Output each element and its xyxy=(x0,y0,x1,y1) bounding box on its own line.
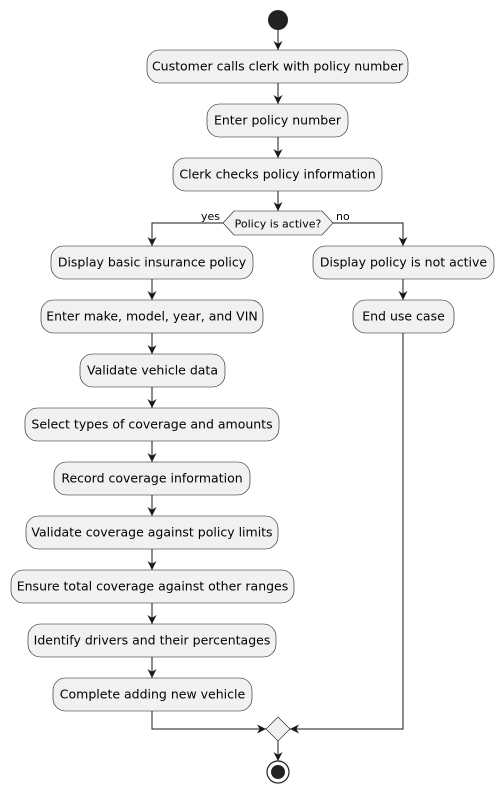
node-clerk-checks-label: Clerk checks policy information xyxy=(179,167,375,182)
node-enter-vehicle: Enter make, model, year, and VIN xyxy=(40,299,264,334)
node-validate-coverage: Validate coverage against policy limits xyxy=(25,515,279,550)
node-display-basic-policy-label: Display basic insurance policy xyxy=(58,255,247,270)
node-complete-adding-vehicle-label: Complete adding new vehicle xyxy=(60,687,246,702)
node-select-coverage: Select types of coverage and amounts xyxy=(24,407,280,442)
edge-decision-yes xyxy=(147,222,223,246)
edges xyxy=(147,30,408,761)
decision-yes-label: yes xyxy=(201,210,220,223)
node-ensure-total-coverage: Ensure total coverage against other rang… xyxy=(10,569,295,604)
node-clerk-checks: Clerk checks policy information xyxy=(172,157,383,192)
node-validate-coverage-label: Validate coverage against policy limits xyxy=(31,525,272,540)
node-complete-adding-vehicle: Complete adding new vehicle xyxy=(52,677,253,712)
node-customer-calls: Customer calls clerk with policy number xyxy=(146,49,409,84)
start-node xyxy=(268,10,288,30)
node-identify-drivers-label: Identify drivers and their percentages xyxy=(34,633,271,648)
edge-n12-merge xyxy=(151,711,266,734)
node-display-not-active-label: Display policy is not active xyxy=(320,255,488,270)
node-end-use-case-label: End use case xyxy=(362,309,445,324)
node-identify-drivers: Identify drivers and their percentages xyxy=(27,623,277,658)
node-record-coverage-label: Record coverage information xyxy=(61,471,242,486)
end-node xyxy=(266,760,290,784)
node-enter-policy-number-label: Enter policy number xyxy=(214,113,342,128)
edge-r2-merge xyxy=(290,333,404,734)
node-select-coverage-label: Select types of coverage and amounts xyxy=(31,417,272,432)
merge-diamond xyxy=(265,716,291,742)
node-validate-vehicle: Validate vehicle data xyxy=(79,353,226,388)
node-validate-vehicle-label: Validate vehicle data xyxy=(87,363,218,378)
decision-policy-active: Policy is active? yes no xyxy=(201,210,350,236)
decision-no-label: no xyxy=(336,210,350,223)
node-enter-policy-number: Enter policy number xyxy=(206,103,349,138)
node-ensure-total-coverage-label: Ensure total coverage against other rang… xyxy=(17,579,289,594)
node-record-coverage: Record coverage information xyxy=(53,461,251,496)
edge-decision-no xyxy=(333,222,408,246)
node-display-basic-policy: Display basic insurance policy xyxy=(50,245,254,280)
node-customer-calls-label: Customer calls clerk with policy number xyxy=(152,59,404,74)
node-display-not-active: Display policy is not active xyxy=(312,245,495,280)
node-enter-vehicle-label: Enter make, model, year, and VIN xyxy=(46,309,258,324)
decision-question: Policy is active? xyxy=(235,218,322,231)
node-end-use-case: End use case xyxy=(352,299,455,334)
